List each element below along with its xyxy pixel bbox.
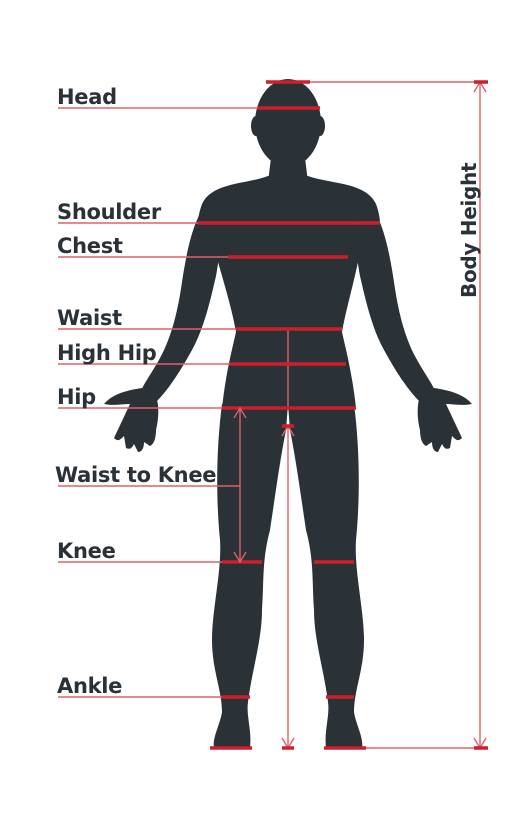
- silhouette-right-hand: [417, 388, 472, 452]
- silhouette-left-arm: [140, 204, 221, 402]
- silhouette-right-arm: [355, 204, 436, 402]
- silhouette-torso: [197, 176, 381, 408]
- chest-label: Chest: [57, 234, 123, 258]
- ankle-label: Ankle: [57, 674, 122, 698]
- measurement-lines: [198, 80, 380, 750]
- silhouette-left-ear: [251, 116, 261, 136]
- hip-label: Hip: [57, 385, 96, 409]
- leader-lines: [58, 107, 289, 698]
- dimension-arrows: [233, 80, 488, 750]
- waist-label: Waist: [57, 306, 122, 330]
- silhouette-head: [255, 79, 321, 167]
- silhouette-left-hand: [104, 388, 159, 452]
- silhouette-right-leg: [288, 404, 364, 748]
- dimension-caps: [282, 80, 488, 750]
- silhouette-left-leg: [212, 404, 288, 748]
- waist-to-knee-label: Waist to Knee: [55, 463, 216, 487]
- silhouette-neck: [268, 150, 308, 182]
- head-label: Head: [57, 85, 117, 109]
- waist-to-knee-arrow-top: [233, 406, 247, 419]
- shoulder-label: Shoulder: [57, 200, 162, 224]
- body-height-label: Body Height: [457, 162, 481, 298]
- measurement-labels: Head Shoulder Chest Waist High Hip Hip W…: [55, 85, 481, 698]
- inseam-label: Inseam: [265, 614, 289, 694]
- silhouette-right-ear: [315, 116, 325, 136]
- body-silhouette: [104, 79, 472, 748]
- waist-to-knee-arrow-bottom: [233, 551, 247, 564]
- knee-label: Knee: [57, 539, 116, 563]
- high-hip-label: High Hip: [57, 341, 157, 365]
